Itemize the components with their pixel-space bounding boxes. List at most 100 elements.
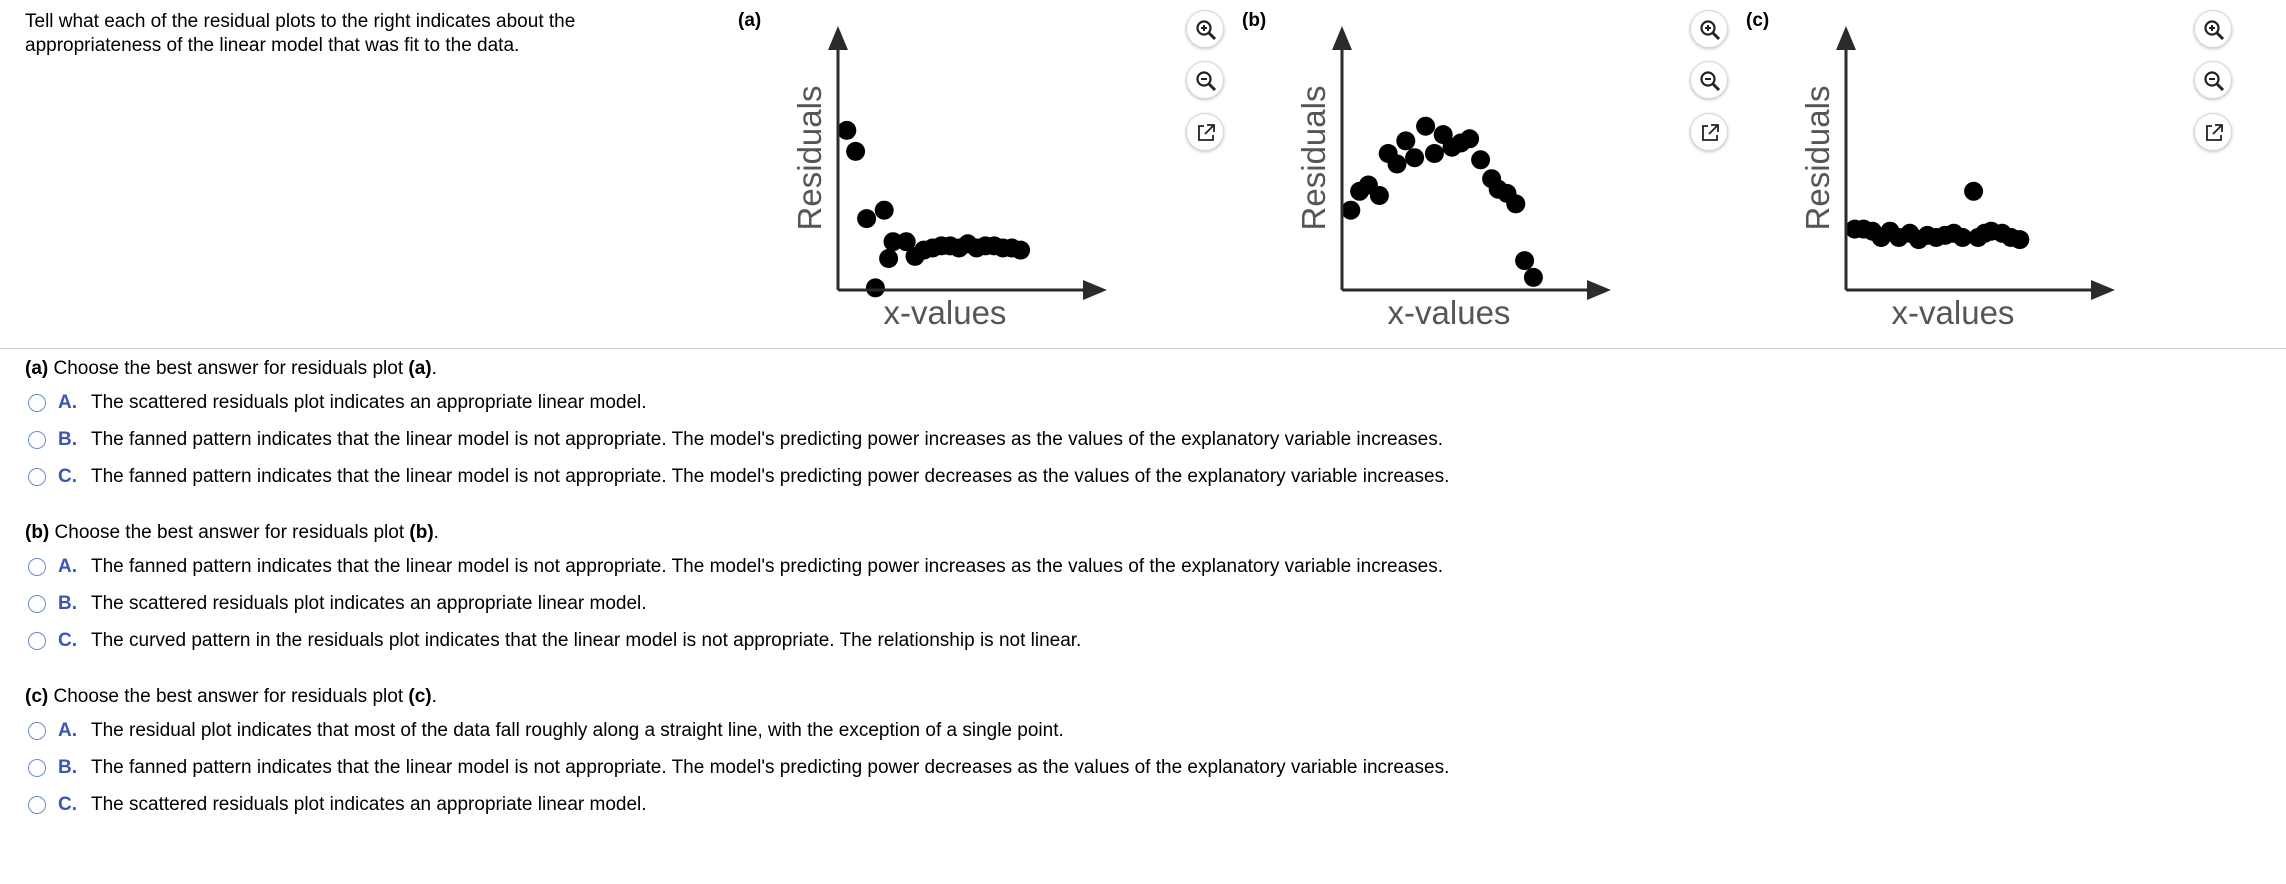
choice-text: The residual plot indicates that most of… bbox=[91, 719, 1064, 741]
choice-letter: A. bbox=[58, 719, 77, 741]
radio-button[interactable] bbox=[28, 631, 46, 650]
data-point bbox=[865, 278, 885, 298]
radio-button[interactable] bbox=[28, 557, 46, 576]
choice-text: The fanned pattern indicates that the li… bbox=[91, 555, 1444, 577]
radio-button[interactable] bbox=[28, 467, 46, 486]
data-point bbox=[874, 200, 894, 220]
choice-c-A[interactable]: A. The residual plot indicates that most … bbox=[25, 712, 1449, 749]
choice-text: The scattered residuals plot indicates a… bbox=[91, 793, 647, 815]
data-point bbox=[1341, 200, 1361, 220]
radio-button[interactable] bbox=[28, 393, 46, 412]
residual-plot-a: Residuals x-values bbox=[795, 26, 1107, 331]
question-part-label: (a) bbox=[25, 358, 49, 379]
choice-b-C[interactable]: C. The curved pattern in the residuals pl… bbox=[25, 622, 1443, 659]
x-axis-label: x-values bbox=[1388, 294, 1511, 331]
question-plot-ref: (c) bbox=[408, 686, 432, 707]
choice-a-A[interactable]: A. The scattered residuals plot indicates… bbox=[25, 384, 1449, 421]
zoom-out-button-c[interactable] bbox=[2194, 61, 2232, 99]
y-axis-arrow bbox=[1332, 26, 1352, 50]
popout-button-c[interactable] bbox=[2194, 113, 2232, 151]
data-point bbox=[837, 120, 857, 140]
data-point bbox=[1416, 116, 1436, 136]
question-suffix: . bbox=[431, 686, 437, 707]
choice-text: The scattered residuals plot indicates a… bbox=[91, 391, 647, 413]
question-suffix: . bbox=[433, 522, 439, 543]
y-axis-label: Residuals bbox=[795, 86, 828, 231]
external-link-icon bbox=[2206, 124, 2223, 141]
plot-a-points bbox=[837, 120, 1031, 298]
choice-text: The fanned pattern indicates that the li… bbox=[91, 756, 1450, 778]
plot-b-label: (b) bbox=[1242, 10, 1267, 31]
data-point bbox=[1460, 129, 1480, 149]
x-axis-arrow bbox=[1587, 280, 1611, 300]
zoom-out-button-a[interactable] bbox=[1186, 61, 1224, 99]
data-point bbox=[1953, 228, 1973, 247]
choice-c-C[interactable]: C. The scattered residuals plot indicates… bbox=[25, 786, 1449, 823]
choice-text: The fanned pattern indicates that the li… bbox=[91, 465, 1450, 487]
zoom-in-icon bbox=[2204, 20, 2225, 41]
data-point bbox=[1387, 154, 1407, 174]
question-a: (a) Choose the best answer for residuals… bbox=[25, 354, 1449, 495]
data-point bbox=[1396, 131, 1416, 151]
external-link-icon bbox=[1702, 124, 1719, 141]
data-point bbox=[846, 141, 866, 161]
data-point bbox=[1506, 194, 1526, 214]
zoom-in-button-b[interactable] bbox=[1690, 10, 1728, 48]
choice-c-B[interactable]: B.The fanned pattern indicates that the … bbox=[25, 749, 1449, 786]
data-point bbox=[1964, 181, 1984, 201]
question-b: (b) Choose the best answer for residuals… bbox=[25, 518, 1443, 659]
data-point bbox=[857, 209, 877, 229]
radio-button[interactable] bbox=[28, 721, 46, 740]
question-b-title: (b) Choose the best answer for residuals… bbox=[25, 518, 1443, 548]
question-plot-ref: (b) bbox=[409, 522, 434, 543]
instructions-text: Tell what each of the residual plots to … bbox=[25, 11, 576, 56]
y-axis-arrow bbox=[1836, 26, 1856, 50]
plot-b-points bbox=[1341, 116, 1543, 287]
plot-c-label: (c) bbox=[1746, 10, 1770, 31]
choice-letter: A. bbox=[58, 391, 77, 413]
choice-letter: C. bbox=[58, 793, 77, 815]
data-point bbox=[1011, 240, 1031, 260]
choice-a-B[interactable]: B.The fanned pattern indicates that the … bbox=[25, 421, 1449, 458]
question-prompt: Choose the best answer for residuals plo… bbox=[48, 686, 409, 707]
zoom-out-icon bbox=[1196, 71, 1217, 92]
choice-letter: B. bbox=[58, 428, 77, 450]
external-link-icon bbox=[1198, 124, 1215, 141]
residual-plot-c: Residuals x-values bbox=[1803, 26, 2115, 331]
zoom-in-button-c[interactable] bbox=[2194, 10, 2232, 48]
choice-b-A[interactable]: A. The fanned pattern indicates that the … bbox=[25, 548, 1443, 585]
data-point bbox=[883, 232, 903, 252]
y-axis-label: Residuals bbox=[1803, 86, 1836, 231]
x-axis-arrow bbox=[2091, 280, 2115, 300]
data-point bbox=[1515, 251, 1535, 271]
zoom-in-button-a[interactable] bbox=[1186, 10, 1224, 48]
question-part-label: (c) bbox=[25, 686, 49, 707]
x-axis-label: x-values bbox=[884, 294, 1007, 331]
section-divider bbox=[0, 348, 2286, 349]
data-point bbox=[1424, 144, 1444, 163]
choice-a-C[interactable]: C. The fanned pattern indicates that the … bbox=[25, 458, 1449, 495]
choice-letter: A. bbox=[58, 555, 77, 577]
residual-plot-b: Residuals x-values bbox=[1299, 26, 1611, 331]
choice-text: The curved pattern in the residuals plot… bbox=[91, 629, 1082, 651]
data-point bbox=[1523, 267, 1543, 287]
popout-button-a[interactable] bbox=[1186, 113, 1224, 151]
choice-b-B[interactable]: B.The scattered residuals plot indicates… bbox=[25, 585, 1443, 622]
radio-button[interactable] bbox=[28, 430, 46, 449]
data-point bbox=[1471, 150, 1491, 170]
choice-letter: C. bbox=[58, 465, 77, 487]
data-point bbox=[1405, 148, 1425, 168]
popout-button-b[interactable] bbox=[1690, 113, 1728, 151]
radio-button[interactable] bbox=[28, 795, 46, 814]
question-a-title: (a) Choose the best answer for residuals… bbox=[25, 354, 1449, 384]
zoom-in-icon bbox=[1700, 20, 1721, 41]
zoom-out-icon bbox=[2204, 71, 2225, 92]
data-point bbox=[2010, 230, 2030, 250]
question-part-label: (b) bbox=[25, 522, 50, 543]
radio-button[interactable] bbox=[28, 594, 46, 613]
radio-button[interactable] bbox=[28, 758, 46, 777]
question-prompt: Choose the best answer for residuals plo… bbox=[48, 358, 409, 379]
plot-c-points bbox=[1845, 181, 2030, 250]
zoom-out-button-b[interactable] bbox=[1690, 61, 1728, 99]
choice-letter: C. bbox=[58, 629, 77, 651]
